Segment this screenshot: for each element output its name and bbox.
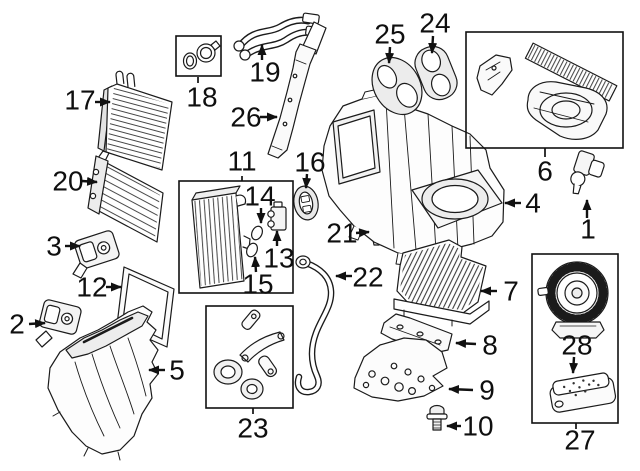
callout-label-25: 25 xyxy=(374,19,405,50)
part-24-seal-illustration xyxy=(414,45,458,101)
callout-arrow-2 xyxy=(28,319,46,329)
part-4-main-housing-illustration xyxy=(321,85,505,266)
callout-label-9: 9 xyxy=(479,375,495,406)
part-22-drain-hose-illustration xyxy=(294,255,335,396)
callout-arrow-15 xyxy=(251,256,261,273)
callout-label-28: 28 xyxy=(561,330,592,361)
callout-label-11: 11 xyxy=(227,146,256,177)
part-26-bracket-illustration xyxy=(267,21,327,159)
part-27-blower-motor-illustration xyxy=(537,261,609,339)
callout-arrow-8 xyxy=(455,339,477,348)
part-15-oring-illustration xyxy=(246,242,258,258)
callout-arrow-16 xyxy=(302,173,312,189)
part-11-evaporator-illustration xyxy=(191,185,251,289)
part-16-seal-illustration xyxy=(293,185,319,221)
callout-label-1: 1 xyxy=(580,214,596,245)
callout-label-24: 24 xyxy=(419,8,450,39)
part-25-seal-illustration xyxy=(371,56,423,116)
callout-arrow-9 xyxy=(448,384,474,394)
callout-label-8: 8 xyxy=(482,330,498,361)
part-5-lower-housing-illustration xyxy=(47,305,159,461)
callout-label-18: 18 xyxy=(186,82,217,113)
callout-label-26: 26 xyxy=(230,102,261,133)
callout-label-13: 13 xyxy=(263,243,294,274)
callout-label-12: 12 xyxy=(76,272,107,303)
callout-label-10: 10 xyxy=(462,411,493,442)
callout-label-19: 19 xyxy=(249,57,280,88)
part-8-bracket-illustration xyxy=(380,313,453,354)
part-20-heater-core-illustration xyxy=(87,150,164,243)
callout-label-14: 14 xyxy=(244,181,275,212)
callout-arrow-25 xyxy=(385,46,395,64)
part-14-oring-illustration xyxy=(251,225,263,241)
part-6-air-intake-assembly-illustration xyxy=(476,42,618,140)
part-18-clamps-illustration xyxy=(182,40,221,70)
callout-label-17: 17 xyxy=(64,85,95,116)
callout-label-2: 2 xyxy=(9,309,25,340)
group-box-18 xyxy=(175,35,222,77)
part-17-evaporator-core-illustration xyxy=(97,70,173,171)
callout-label-5: 5 xyxy=(169,355,185,386)
part-3-actuator-illustration xyxy=(72,230,120,279)
callout-label-4: 4 xyxy=(525,188,541,219)
callout-arrow-21 xyxy=(355,228,370,238)
callout-label-15: 15 xyxy=(242,269,273,300)
callout-label-21: 21 xyxy=(326,218,357,249)
callout-label-23: 23 xyxy=(237,413,268,444)
callout-label-6: 6 xyxy=(537,156,553,187)
group-box-27 xyxy=(531,253,619,424)
callout-label-22: 22 xyxy=(352,262,383,293)
part-2-actuator-illustration xyxy=(35,299,82,348)
callout-label-3: 3 xyxy=(46,231,62,262)
group-box-23 xyxy=(205,305,294,409)
part-23-link-kit-illustration xyxy=(213,309,285,400)
callout-label-20: 20 xyxy=(52,166,83,197)
part-7-cabin-filter-illustration xyxy=(393,239,490,327)
callout-arrow-24 xyxy=(428,35,438,54)
callout-label-7: 7 xyxy=(503,276,519,307)
part-10-screw-illustration xyxy=(426,404,448,431)
callout-label-27: 27 xyxy=(564,425,595,456)
callout-arrow-20 xyxy=(81,176,98,186)
group-box-11 xyxy=(178,180,294,294)
callout-arrow-28 xyxy=(569,356,579,374)
part-1-sensor-illustration xyxy=(570,150,605,195)
part-28-resistor-illustration xyxy=(549,372,617,413)
part-9-shield-plate-illustration xyxy=(353,337,448,402)
callout-label-16: 16 xyxy=(294,147,325,178)
